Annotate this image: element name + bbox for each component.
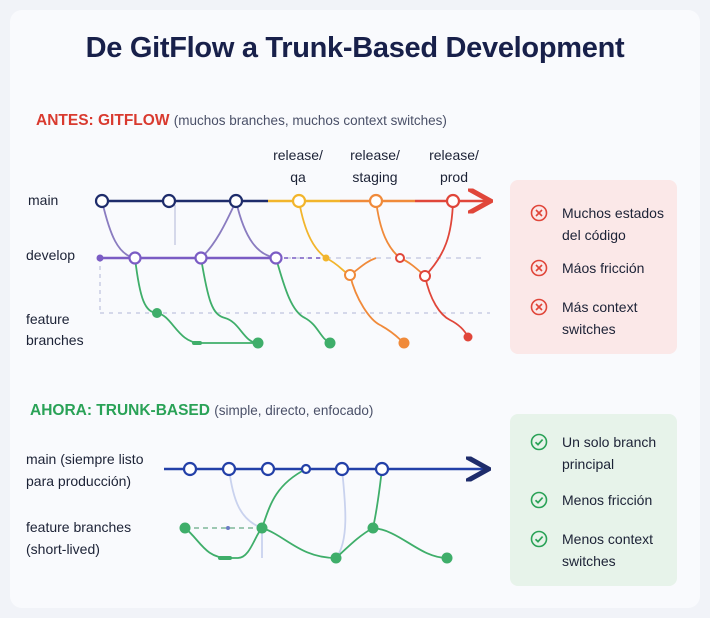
trunk-title: AHORA: TRUNK-BASED (30, 402, 210, 419)
con-item: Muchos estados del código (530, 202, 677, 246)
page-title: De GitFlow a Trunk-Based Development (85, 32, 625, 64)
con-item: Máos fricción (530, 257, 677, 279)
con-text: Máos fricción (562, 260, 645, 276)
con-text: Más context switches (562, 299, 638, 337)
gitflow-connectors (101, 200, 469, 344)
con-item: Más context switches (530, 296, 677, 340)
check-circle-icon (530, 491, 548, 509)
main-row-label: main (28, 192, 59, 208)
trunk-feature-label-line2: (short-lived) (26, 541, 100, 557)
x-circle-icon (530, 204, 548, 222)
gitflow-subtitle: (muchos branches, muchos context switche… (173, 113, 447, 128)
pro-item: Menos context switches (530, 528, 677, 572)
trunk-main-label-line1: main (siempre listo (26, 451, 144, 467)
feature-commits (152, 308, 473, 349)
trunk-heading: AHORA: TRUNK-BASED (simple, directo, enf… (30, 402, 373, 420)
pro-item: Un solo branch principal (530, 431, 677, 475)
check-circle-icon (530, 530, 548, 548)
trunk-feature-label-line1: feature branches (26, 519, 132, 535)
pro-text: Menos context switches (562, 531, 654, 569)
gitflow-cons-panel: Muchos estados del código Máos fricción … (510, 180, 677, 354)
feature-row-label-line2: branches (26, 332, 84, 348)
release-prod-label: release/prod (429, 147, 479, 185)
pro-item: Menos fricción (530, 489, 677, 511)
release-staging-label: release/staging (350, 147, 400, 185)
trunk-feature-commits (179, 522, 453, 564)
develop-commits (96, 251, 431, 282)
con-text: Muchos estados del código (562, 205, 664, 243)
feature-row-label-line1: feature (26, 311, 70, 327)
trunk-main-label-line2: para producción) (26, 473, 132, 489)
trunk-subtitle: (simple, directo, enfocado) (214, 403, 374, 418)
pro-text: Menos fricción (562, 492, 653, 508)
x-circle-icon (530, 259, 548, 277)
check-circle-icon (530, 433, 548, 451)
gitflow-title: ANTES: GITFLOW (36, 112, 170, 129)
x-circle-icon (530, 298, 548, 316)
release-qa-label: release/qa (273, 147, 323, 185)
main-commits (94, 193, 461, 209)
pro-text: Un solo branch principal (562, 434, 657, 472)
develop-row-label: develop (26, 247, 76, 263)
trunk-connectors (184, 468, 448, 559)
trunk-pros-panel: Un solo branch principal Menos fricción … (510, 414, 677, 586)
gitflow-heading: ANTES: GITFLOW (muchos branches, muchos … (36, 112, 447, 130)
trunk-commits (182, 461, 390, 477)
